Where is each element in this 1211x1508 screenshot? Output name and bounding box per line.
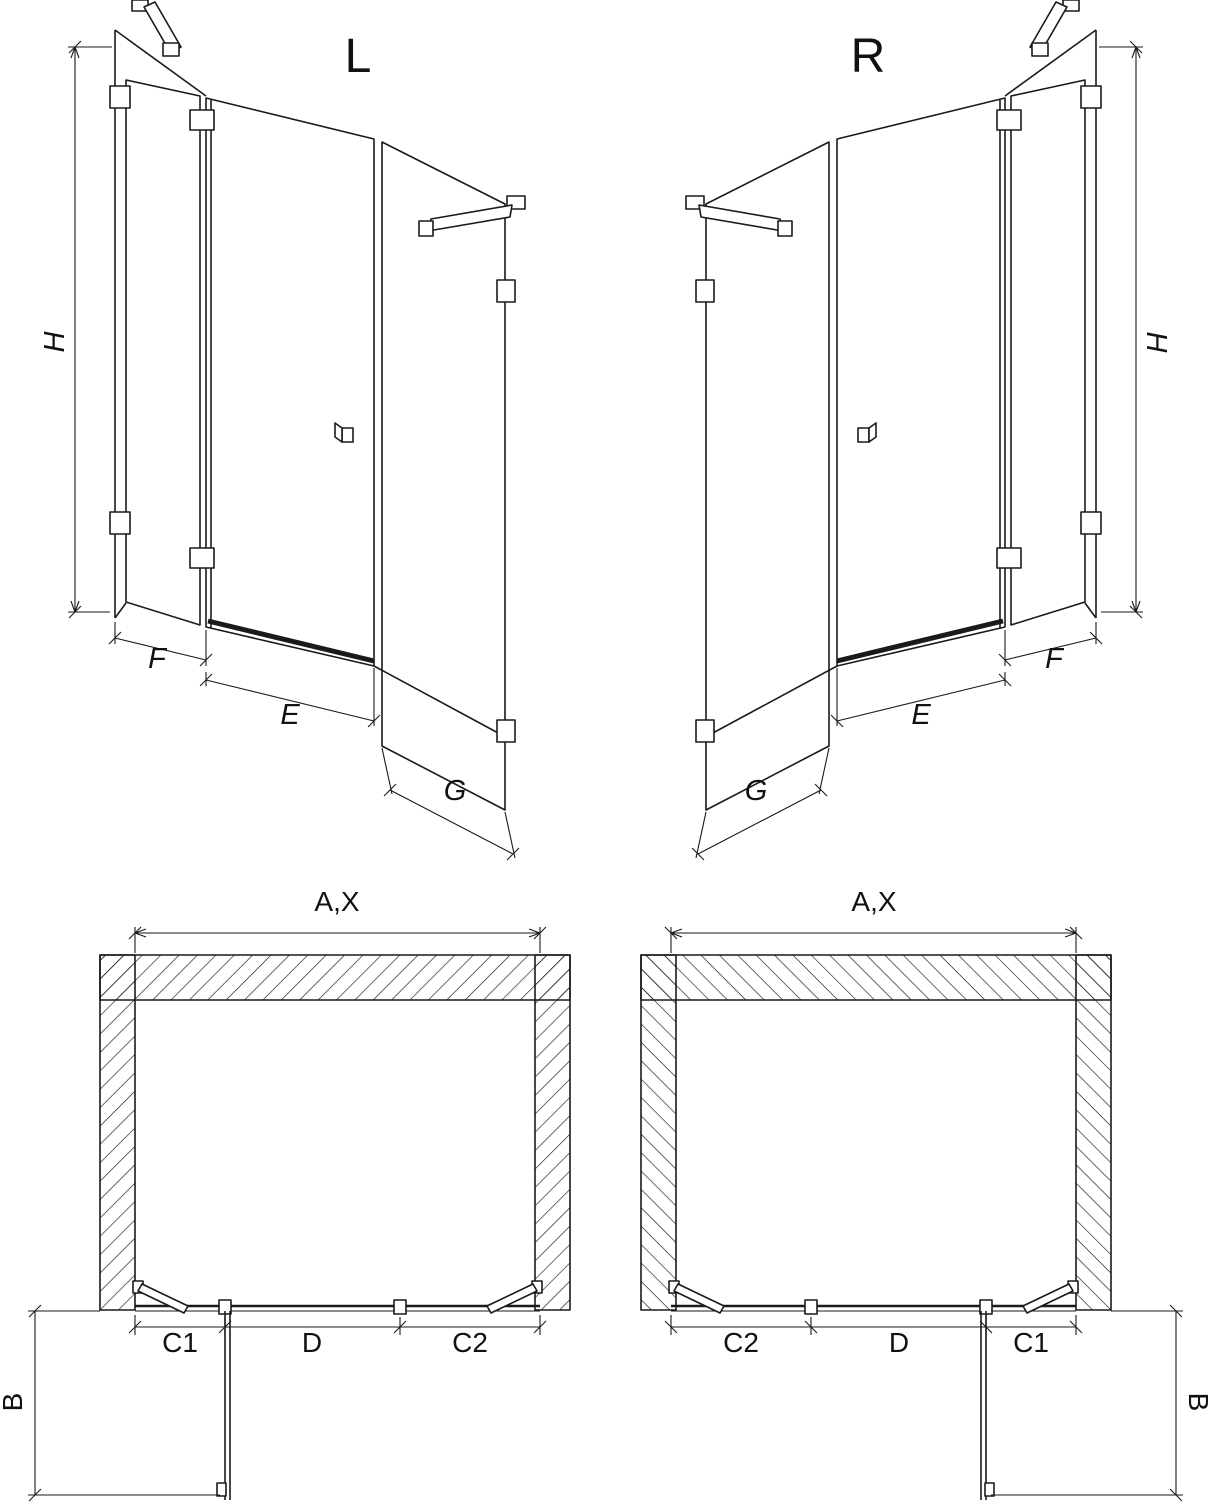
segment-c1-label-right: C1 xyxy=(1013,1327,1049,1358)
depth-label-right: B xyxy=(1183,1393,1211,1412)
perspective-view-left xyxy=(68,0,525,860)
plan-view-left xyxy=(26,925,572,1503)
door-label-left: E xyxy=(280,699,300,731)
fixed-panel-label-right: F xyxy=(1045,643,1065,675)
segment-d-label-right: D xyxy=(889,1327,909,1358)
width-label-right: A,X xyxy=(851,886,896,917)
door-label-right: E xyxy=(911,699,931,731)
side-panel-label-right: G xyxy=(745,775,768,807)
segment-c1-label-left: C1 xyxy=(162,1327,198,1358)
segment-c2-label-right: C2 xyxy=(723,1327,759,1358)
width-label-left: A,X xyxy=(314,886,359,917)
segment-c2-label-left: C2 xyxy=(452,1327,488,1358)
fixed-panel-label-left: F xyxy=(148,643,168,675)
right-view-label: R xyxy=(851,30,886,83)
left-view-label: L xyxy=(345,30,372,83)
plan-view-right xyxy=(639,925,1185,1503)
perspective-view-right xyxy=(686,0,1143,860)
depth-label-left: B xyxy=(0,1393,28,1412)
segment-d-label-left: D xyxy=(302,1327,322,1358)
height-label-left: H xyxy=(39,331,71,352)
side-panel-label-left: G xyxy=(444,775,467,807)
height-label-right: H xyxy=(1140,332,1172,353)
